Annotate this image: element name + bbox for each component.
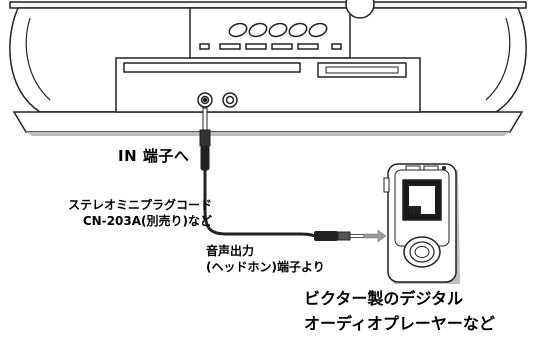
digital-audio-player: [383, 163, 460, 284]
cable-label: ステレオミニプラグコード CN-203A(別売り)など: [8, 197, 212, 229]
stereo-mini-plug-cord: [199, 107, 387, 243]
control-buttons: [227, 21, 328, 38]
in-jack: [197, 92, 213, 108]
disc-slot: [123, 62, 301, 73]
player-label: ビクター製のデジタル オーディオプレーヤーなど: [304, 286, 495, 336]
lower-plug-tip: [349, 234, 365, 238]
player-label-line1: ビクター製のデジタル: [304, 289, 464, 308]
unit-top-edge: [9, 1, 527, 9]
player-control-wheel[interactable]: [403, 236, 441, 268]
cable-label-line2: CN-203A(別売り)など: [82, 214, 212, 228]
left-speaker-grille: [25, 17, 51, 101]
control-button[interactable]: [307, 21, 328, 38]
upper-plug-tip: [202, 107, 208, 133]
control-button[interactable]: [247, 21, 268, 38]
cable-label-line1: ステレオミニプラグコード: [67, 198, 212, 212]
upper-plug-body: [199, 129, 211, 147]
audio-output-label-line1: 音声出力: [206, 244, 255, 258]
unit-base: [12, 111, 524, 133]
player-side-button[interactable]: [383, 177, 390, 193]
player-label-line2: オーディオプレーヤーなど: [304, 314, 495, 333]
direction-arrow: [363, 229, 387, 243]
phones-jack: [222, 92, 238, 108]
control-button[interactable]: [287, 21, 308, 38]
control-button[interactable]: [267, 21, 288, 38]
volume-knob[interactable]: [345, 0, 375, 19]
lower-plug-body: [314, 231, 338, 241]
cord-line: [203, 170, 317, 238]
control-button[interactable]: [227, 21, 248, 38]
in-terminal-label: IN 端子へ: [118, 147, 190, 165]
audio-output-label-line2: (ヘッドホン)端子より: [206, 260, 325, 274]
stereo-unit: [9, 0, 527, 136]
audio-output-label: 音声出力 (ヘッドホン)端子より: [206, 243, 325, 275]
